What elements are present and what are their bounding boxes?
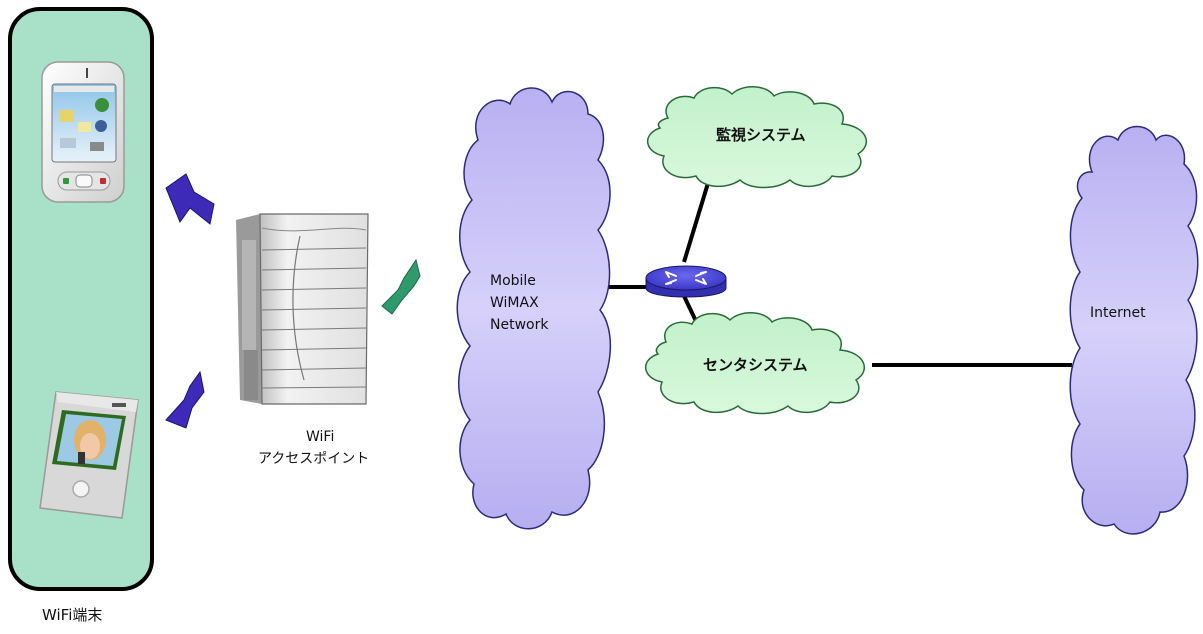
video-phone-icon xyxy=(39,391,139,519)
wireless-link-icon xyxy=(165,370,205,429)
center-system-cloud xyxy=(645,312,866,415)
wimax-label-line2: WiMAX xyxy=(490,295,539,311)
smartphone-icon xyxy=(41,61,125,203)
wireless-link-icon xyxy=(381,258,421,315)
access-point-label-line2: アクセスポイント xyxy=(258,451,370,467)
wifi-terminal-label: WiFi端末 xyxy=(42,606,103,624)
wimax-label-line3: Network xyxy=(490,317,549,333)
wimax-label-line1: Mobile xyxy=(490,273,536,289)
wimax-network-cloud xyxy=(456,87,611,530)
internet-label: Internet xyxy=(1090,305,1146,321)
wireless-link-icon xyxy=(165,173,215,225)
router-icon xyxy=(645,265,727,298)
wifi-access-point-icon xyxy=(236,213,369,405)
internet-cloud xyxy=(1069,125,1199,535)
access-point-label-line1: WiFi xyxy=(306,429,335,445)
center-system-label: センタシステム xyxy=(703,356,808,374)
monitoring-system-label: 監視システム xyxy=(716,126,806,144)
monitoring-system-cloud xyxy=(647,86,868,189)
